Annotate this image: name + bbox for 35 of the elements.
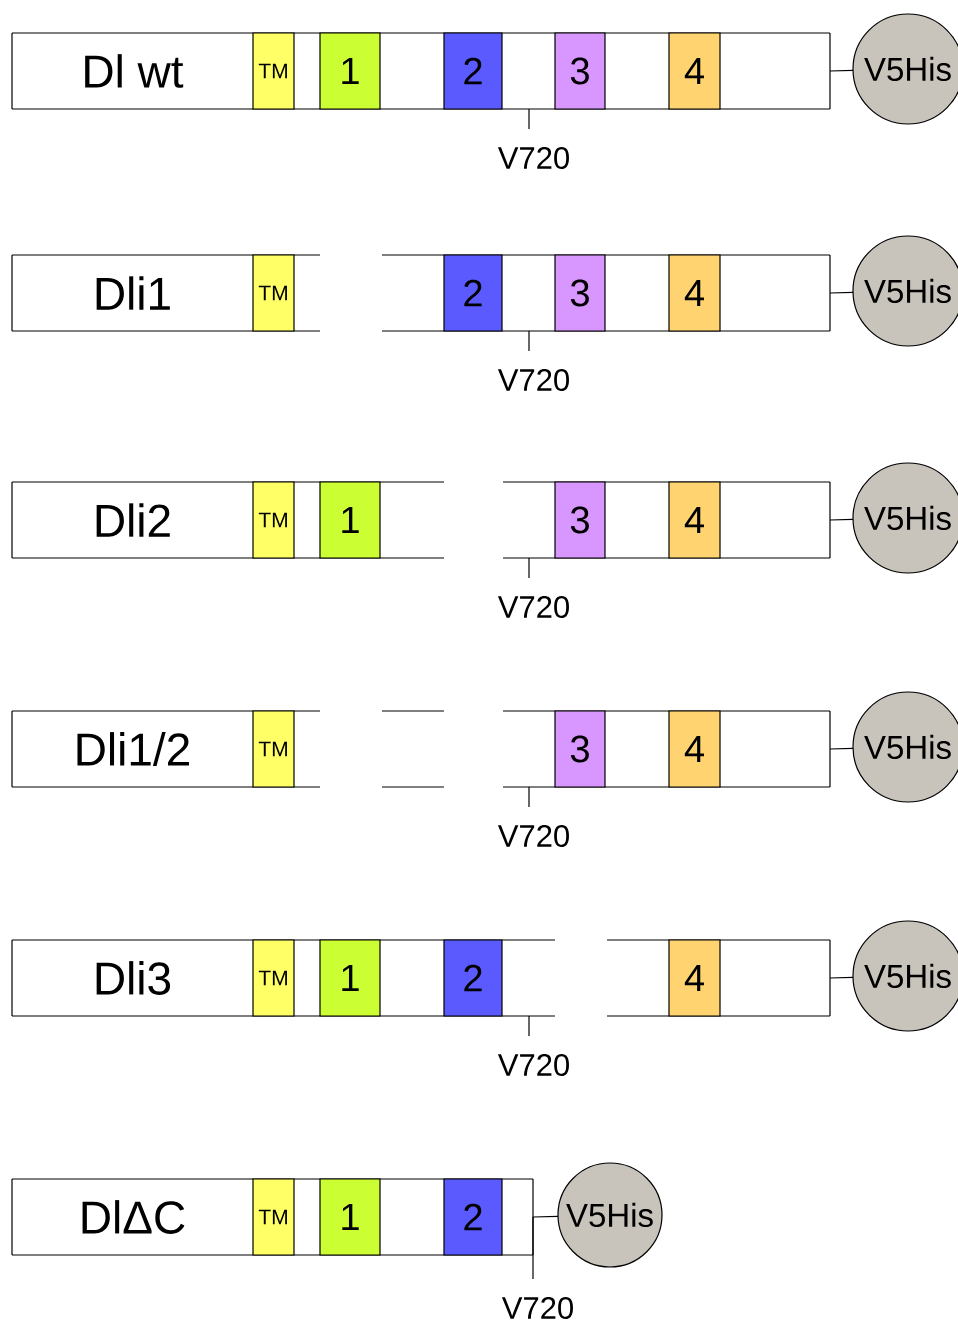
- position-label: V720: [497, 596, 569, 618]
- domain-box: 4: [668, 939, 721, 1017]
- position-label: V720: [501, 1297, 573, 1319]
- domain-box: 1: [319, 32, 381, 110]
- connector-line: [829, 518, 854, 521]
- domain-box: 2: [443, 939, 503, 1017]
- position-label: V720: [497, 825, 569, 847]
- domain-box: TM: [252, 32, 295, 110]
- connector-line: [829, 291, 854, 294]
- domain-box: 2: [443, 32, 503, 110]
- domain-box: TM: [252, 939, 295, 1017]
- domain-box: TM: [252, 254, 295, 332]
- domain-box: 2: [443, 254, 503, 332]
- domain-box: 4: [668, 254, 721, 332]
- domain-box: 4: [668, 710, 721, 788]
- connector-line: [532, 1215, 559, 1218]
- connector-line: [829, 976, 854, 979]
- domain-box: 3: [554, 32, 606, 110]
- position-label: V720: [497, 1054, 569, 1076]
- domain-box: 4: [668, 32, 721, 110]
- connector-line: [829, 69, 854, 72]
- position-label: V720: [497, 369, 569, 391]
- domain-box: 4: [668, 481, 721, 559]
- domain-box: 2: [443, 1178, 503, 1256]
- domain-box: 1: [319, 1178, 381, 1256]
- domain-box: TM: [252, 710, 295, 788]
- domain-box: 1: [319, 939, 381, 1017]
- domain-box: 3: [554, 710, 606, 788]
- domain-box: TM: [252, 1178, 295, 1256]
- domain-box: 3: [554, 254, 606, 332]
- domain-box: TM: [252, 481, 295, 559]
- domain-box: 1: [319, 481, 381, 559]
- connector-line: [829, 747, 854, 750]
- domain-box: 3: [554, 481, 606, 559]
- position-label: V720: [497, 147, 569, 169]
